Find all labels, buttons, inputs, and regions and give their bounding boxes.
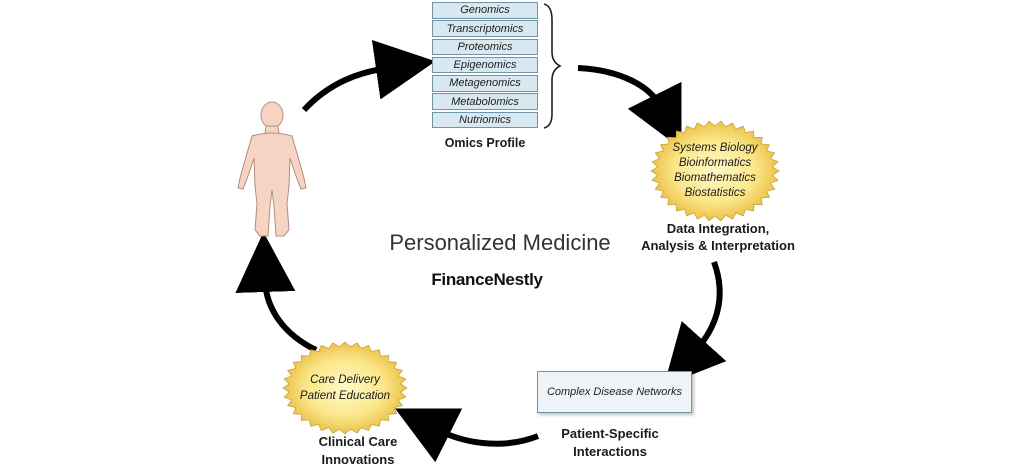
integration-methods: Systems Biology Bioinformatics Biomathem…	[650, 141, 780, 201]
omics-layer-metabolomics: Metabolomics	[432, 93, 538, 110]
omics-brace	[543, 3, 562, 129]
method-biomathematics: Biomathematics	[674, 172, 756, 184]
arrow-omics-to-integration	[577, 65, 682, 149]
diagram-title: Personalized Medicine	[389, 230, 611, 255]
watermark-logo: FinanceNestly	[431, 270, 543, 289]
method-biostatistics: Biostatistics	[684, 187, 746, 199]
integration-starburst	[650, 120, 780, 222]
complex-disease-networks-box: Complex Disease Networks	[537, 371, 692, 413]
omics-layer-transcriptomics: Transcriptomics	[432, 20, 538, 37]
arrow-patient-to-clinical	[395, 408, 540, 463]
data-integration-label: Data Integration, Analysis & Interpretat…	[628, 220, 808, 254]
person-figure	[237, 101, 307, 237]
method-systems-biology: Systems Biology	[672, 142, 758, 154]
arrow-clinical-to-person	[235, 232, 318, 353]
method-bioinformatics: Bioinformatics	[678, 157, 752, 169]
omics-stack: Genomics Transcriptomics Proteomics Epig…	[432, 2, 538, 130]
clinical-care-label-line1: Clinical Care	[318, 434, 398, 449]
omics-profile-label: Omics Profile	[444, 136, 526, 150]
patient-specific-label-line2: Interactions	[573, 444, 647, 459]
omics-layer-epigenomics: Epigenomics	[432, 56, 538, 74]
clinical-care-label-line2: Innovations	[321, 452, 395, 467]
data-integration-label-line1: Data Integration,	[666, 221, 770, 236]
clinical-item-care-delivery: Care Delivery	[310, 374, 380, 386]
arrow-integration-to-patient	[663, 260, 727, 386]
clinical-care-items: Care Delivery Patient Education	[282, 372, 408, 404]
clinical-care-label: Clinical Care Innovations	[268, 433, 448, 469]
omics-layer-genomics: Genomics	[432, 2, 538, 19]
omics-layer-metagenomics: Metagenomics	[432, 75, 538, 92]
data-integration-label-line2: Analysis & Interpretation	[641, 238, 795, 253]
clinical-item-patient-education: Patient Education	[299, 390, 391, 402]
omics-layer-proteomics: Proteomics	[432, 38, 538, 56]
clinical-starburst	[282, 341, 408, 435]
omics-layer-nutriomics: Nutriomics	[432, 111, 538, 129]
arrow-person-to-omics	[301, 40, 436, 113]
patient-specific-label: Patient-Specific Interactions	[520, 425, 700, 461]
patient-specific-label-line1: Patient-Specific	[561, 426, 659, 441]
